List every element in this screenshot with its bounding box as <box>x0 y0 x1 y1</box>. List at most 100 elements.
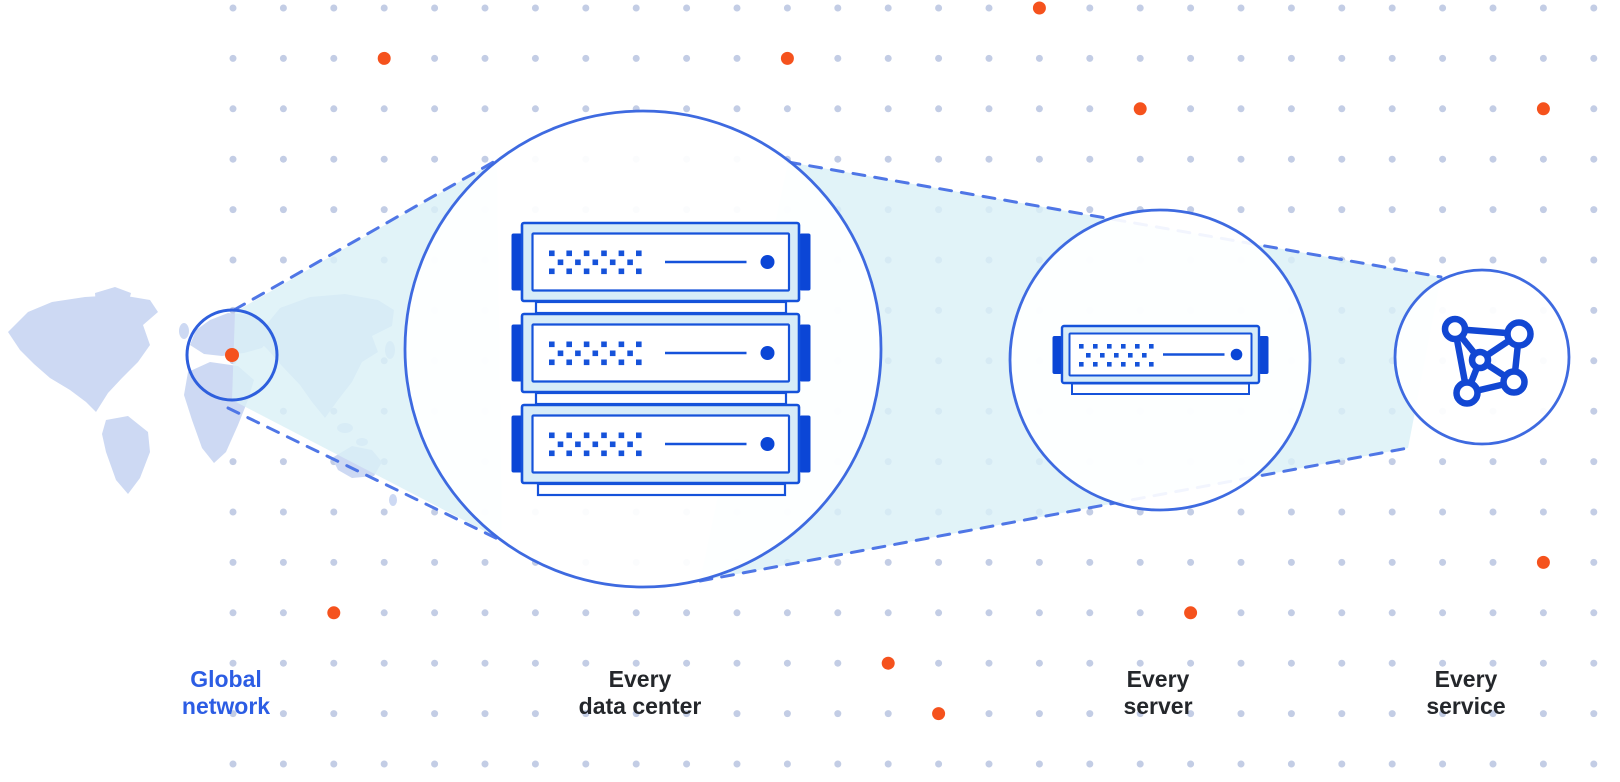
grid-dot <box>1338 609 1346 617</box>
grid-dot <box>683 659 691 667</box>
grid-dot <box>884 710 892 718</box>
grid-dot <box>1489 609 1497 617</box>
grid-dot <box>1439 508 1447 516</box>
grid-dot <box>985 659 993 667</box>
grid-dot <box>1187 659 1195 667</box>
grid-dot <box>1136 609 1144 617</box>
led-square <box>601 341 607 348</box>
grid-dot <box>884 609 892 617</box>
accent-orange-dot <box>780 51 794 65</box>
grid-dot <box>1439 206 1447 214</box>
grid-dot <box>582 609 590 617</box>
led-square <box>592 259 599 266</box>
grid-dot <box>1338 558 1346 566</box>
grid-dot <box>683 54 691 62</box>
grid-dot <box>279 458 287 466</box>
grid-dot <box>1388 760 1396 768</box>
grid-dot <box>1489 105 1497 113</box>
led-square <box>1086 353 1091 358</box>
grid-dot <box>229 558 237 566</box>
grid-dot <box>1439 760 1447 768</box>
grid-dot <box>1136 155 1144 163</box>
grid-dot <box>330 155 338 163</box>
origin-location-dot <box>225 348 239 362</box>
grid-dot <box>985 609 993 617</box>
grid-dot <box>380 609 388 617</box>
grid-dot <box>431 558 439 566</box>
grid-dot <box>1590 206 1598 214</box>
grid-dot <box>1489 458 1497 466</box>
grid-dot <box>1590 256 1598 264</box>
led-square <box>566 341 572 348</box>
dashed-guide-line <box>226 406 502 542</box>
grid-dot <box>531 54 539 62</box>
grid-dot <box>985 760 993 768</box>
grid-dot <box>380 105 388 113</box>
grid-dot <box>733 54 741 62</box>
led-square <box>601 250 607 257</box>
grid-dot <box>1237 155 1245 163</box>
led-square <box>1128 353 1133 358</box>
grid-dot <box>834 4 842 12</box>
grid-dot <box>330 659 338 667</box>
grid-dot <box>783 760 791 768</box>
grid-dot <box>229 659 237 667</box>
grid-dot <box>1489 508 1497 516</box>
led-square <box>601 450 607 457</box>
grid-dot <box>279 206 287 214</box>
server-stack-icon <box>511 221 811 497</box>
led-square <box>618 359 625 366</box>
accent-orange-dot <box>1133 102 1147 116</box>
grid-dot <box>1086 54 1094 62</box>
grid-dot <box>1136 710 1144 718</box>
grid-dot <box>279 508 287 516</box>
grid-dot <box>1187 710 1195 718</box>
grid-dot <box>1388 54 1396 62</box>
led-square <box>583 450 590 457</box>
grid-dot <box>380 558 388 566</box>
grid-dot <box>884 54 892 62</box>
led-square <box>592 350 599 357</box>
grid-dot <box>1439 710 1447 718</box>
grid-dot <box>733 659 741 667</box>
grid-dot <box>1388 609 1396 617</box>
grid-dot <box>431 4 439 12</box>
accent-orange-dot <box>932 707 946 721</box>
grid-dot <box>1086 710 1094 718</box>
grid-dot <box>1539 54 1547 62</box>
grid-dot <box>834 105 842 113</box>
grid-dot <box>1338 4 1346 12</box>
grid-dot <box>330 558 338 566</box>
label-global-network: Global network <box>182 666 270 720</box>
region-circle <box>185 308 279 402</box>
grid-dot <box>935 609 943 617</box>
grid-dot <box>1338 155 1346 163</box>
grid-dot <box>481 4 489 12</box>
grid-dot <box>733 105 741 113</box>
grid-dot <box>1590 4 1598 12</box>
grid-dot <box>1035 155 1043 163</box>
led-square <box>1121 362 1126 367</box>
grid-dot <box>632 710 640 718</box>
grid-dot <box>1539 256 1547 264</box>
grid-dot <box>783 609 791 617</box>
grid-dot <box>1237 558 1245 566</box>
grid-dot <box>431 155 439 163</box>
grid-dot <box>1237 659 1245 667</box>
led-square <box>1135 362 1140 367</box>
server-icon <box>1052 324 1269 395</box>
grid-dot <box>1338 760 1346 768</box>
grid-dot <box>985 710 993 718</box>
grid-dot <box>834 155 842 163</box>
accent-orange-dot <box>327 606 341 620</box>
grid-dot <box>481 558 489 566</box>
led-square <box>601 359 607 366</box>
grid-dot <box>380 206 388 214</box>
grid-dot <box>431 760 439 768</box>
grid-dot <box>985 155 993 163</box>
grid-dot <box>1237 609 1245 617</box>
grid-dot <box>229 155 237 163</box>
label-line: Every <box>1126 666 1190 692</box>
grid-dot <box>935 4 943 12</box>
led-square <box>557 441 564 448</box>
